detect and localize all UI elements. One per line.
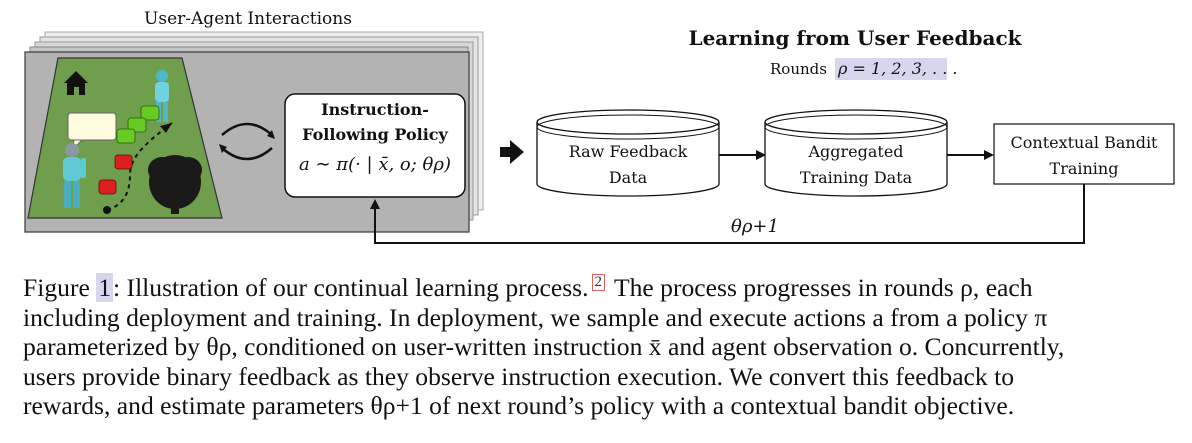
figure-label: Figure bbox=[23, 273, 90, 302]
caption-line-5: rewards, and estimate parameters θρ+1 of… bbox=[23, 391, 1015, 420]
learning-title: Learning from User Feedback bbox=[689, 26, 1023, 50]
tree-icon bbox=[148, 155, 202, 214]
rounds-label: Rounds bbox=[770, 60, 827, 78]
aggregated-label-line1: Aggregated bbox=[807, 142, 903, 161]
thumbs-up-icon bbox=[116, 105, 160, 144]
arrow-to-bandit bbox=[984, 150, 994, 160]
theta-next-label: θρ+1 bbox=[731, 216, 779, 237]
policy-title-line2: Following Policy bbox=[302, 125, 448, 144]
policy-formula: a ∼ π(· | x̄, o; θρ) bbox=[299, 154, 451, 175]
caption-line-1: Figure 1: Illustration of our continual … bbox=[23, 273, 1173, 303]
interaction-cycle-arrows bbox=[219, 122, 275, 161]
figure-number-link[interactable]: 1 bbox=[96, 273, 114, 302]
rounds-highlight bbox=[835, 58, 947, 80]
footnote-link[interactable]: 2 bbox=[591, 274, 606, 292]
bandit-training-box bbox=[993, 123, 1175, 185]
learning-process-diagram: User-Agent Interactions bbox=[24, 9, 1175, 244]
parameter-feedback-loop bbox=[374, 184, 1085, 244]
deploy-to-feedback-arrow bbox=[500, 140, 524, 164]
raw-feedback-cylinder: Raw Feedback Data bbox=[536, 109, 720, 197]
figure-caption: Figure 1: Illustration of our continual … bbox=[23, 273, 1173, 421]
caption-text-1a: : Illustration of our continual learning… bbox=[113, 273, 589, 302]
policy-box bbox=[284, 93, 466, 198]
aggregated-data-cylinder: Aggregated Training Data bbox=[764, 109, 948, 197]
caption-line-2: including deployment and training. In de… bbox=[23, 302, 1048, 332]
user-avatar-icon bbox=[63, 143, 86, 208]
policy-title-line1: Instruction- bbox=[321, 100, 429, 119]
panel-title: User-Agent Interactions bbox=[144, 9, 352, 29]
aggregated-label-line2: Training Data bbox=[800, 168, 913, 187]
caption-line-3: parameterized by θρ, conditioned on user… bbox=[23, 332, 1065, 361]
environment-scene bbox=[27, 57, 223, 219]
caption-line-4: users provide binary feedback as they ob… bbox=[23, 361, 1015, 391]
rounds-formula: ρ = 1, 2, 3, . . . bbox=[837, 59, 957, 78]
bandit-label-line1: Contextual Bandit bbox=[1011, 133, 1159, 152]
raw-feedback-label-line2: Data bbox=[609, 168, 648, 187]
arrow-to-aggregated bbox=[756, 150, 766, 160]
house-icon bbox=[64, 71, 88, 95]
raw-feedback-label-line1: Raw Feedback bbox=[569, 142, 688, 161]
caption-text-1b: The process progresses in rounds ρ, each bbox=[608, 273, 1033, 302]
thumbs-down-icon bbox=[98, 154, 133, 195]
bandit-label-line2: Training bbox=[1050, 159, 1119, 178]
